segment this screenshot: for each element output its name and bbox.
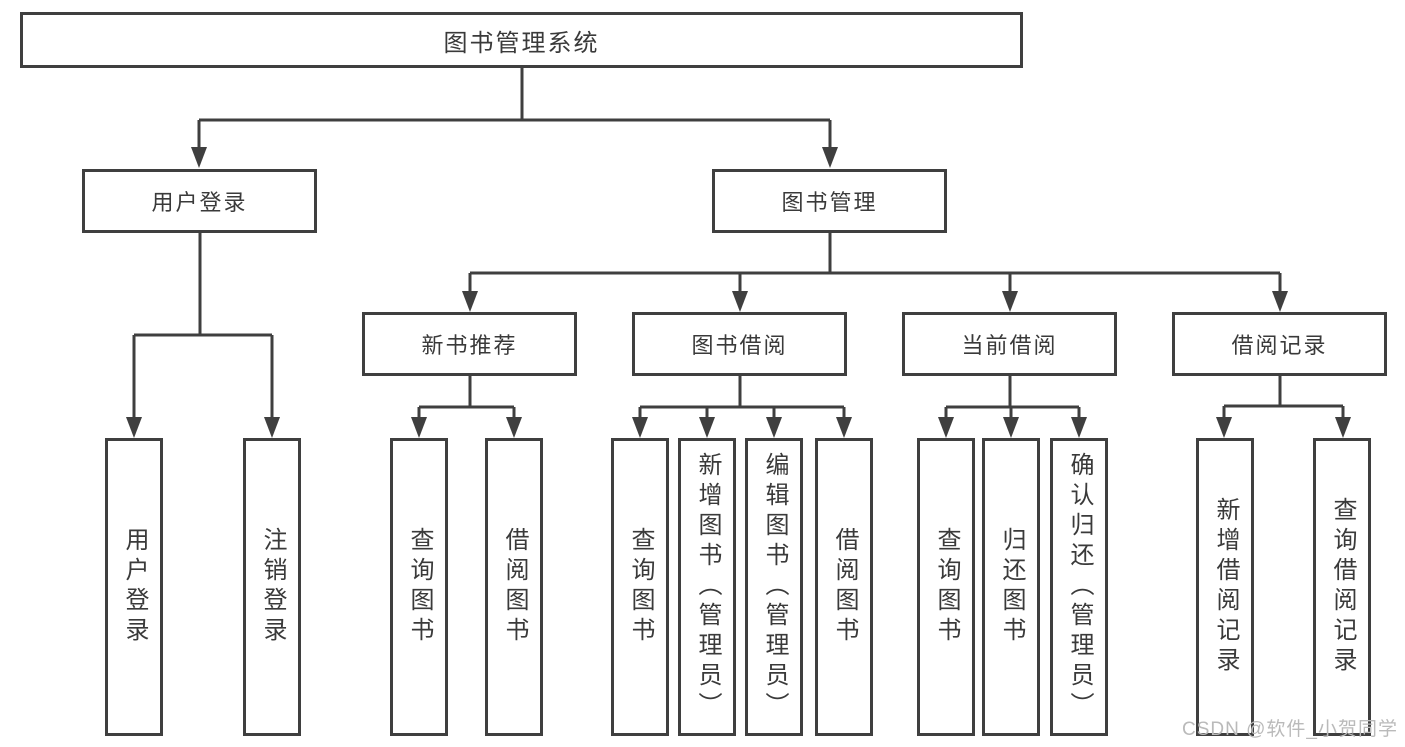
node-label: 确认归还（管理员） (1066, 452, 1093, 722)
watermark: CSDN @软件_小贺同学 (1182, 719, 1398, 740)
node-root: 图书管理系统 (20, 12, 1023, 68)
node-user-login: 用户登录 (82, 169, 317, 233)
leaf-bb-add-books-admin: 新增图书（管理员） (678, 438, 736, 736)
leaf-rec-borrow-books: 借阅图书 (485, 438, 543, 736)
leaf-cb-return-books: 归还图书 (982, 438, 1040, 736)
node-label: 用户登录 (121, 527, 148, 647)
node-label: 借阅图书 (831, 527, 858, 647)
node-label: 新书推荐 (421, 333, 518, 358)
leaf-cb-confirm-return-admin: 确认归还（管理员） (1050, 438, 1108, 736)
node-new-book-recommend: 新书推荐 (362, 312, 577, 376)
leaf-bb-edit-books-admin: 编辑图书（管理员） (745, 438, 803, 736)
node-label: 查询图书 (406, 527, 433, 647)
node-label: 查询图书 (933, 527, 960, 647)
node-label: 图书借阅 (691, 333, 788, 358)
node-borrow-records: 借阅记录 (1172, 312, 1387, 376)
leaf-bb-borrow-books: 借阅图书 (815, 438, 873, 736)
node-book-management: 图书管理 (712, 169, 947, 233)
node-label: 借阅图书 (501, 527, 528, 647)
node-label: 注销登录 (259, 527, 286, 647)
connector-lines (132, 68, 1345, 434)
node-label: 新增借阅记录 (1212, 497, 1239, 677)
node-label: 图书管理 (781, 190, 878, 215)
node-current-borrow: 当前借阅 (902, 312, 1117, 376)
node-label: 归还图书 (998, 527, 1025, 647)
node-label: 新增图书（管理员） (694, 452, 721, 722)
leaf-br-add-record: 新增借阅记录 (1196, 438, 1254, 736)
node-label: 图书管理系统 (443, 29, 600, 57)
leaf-bb-query-books: 查询图书 (611, 438, 669, 736)
leaf-logout: 注销登录 (243, 438, 301, 736)
node-label: 查询图书 (627, 527, 654, 647)
node-label: 用户登录 (151, 190, 248, 215)
leaf-br-query-record: 查询借阅记录 (1313, 438, 1371, 736)
node-book-borrow: 图书借阅 (632, 312, 847, 376)
node-label: 查询借阅记录 (1329, 497, 1356, 677)
leaf-user-login: 用户登录 (105, 438, 163, 736)
node-label: 借阅记录 (1231, 333, 1328, 358)
leaf-rec-query-books: 查询图书 (390, 438, 448, 736)
node-label: 当前借阅 (961, 333, 1058, 358)
node-label: 编辑图书（管理员） (761, 452, 788, 722)
leaf-cb-query-books: 查询图书 (917, 438, 975, 736)
